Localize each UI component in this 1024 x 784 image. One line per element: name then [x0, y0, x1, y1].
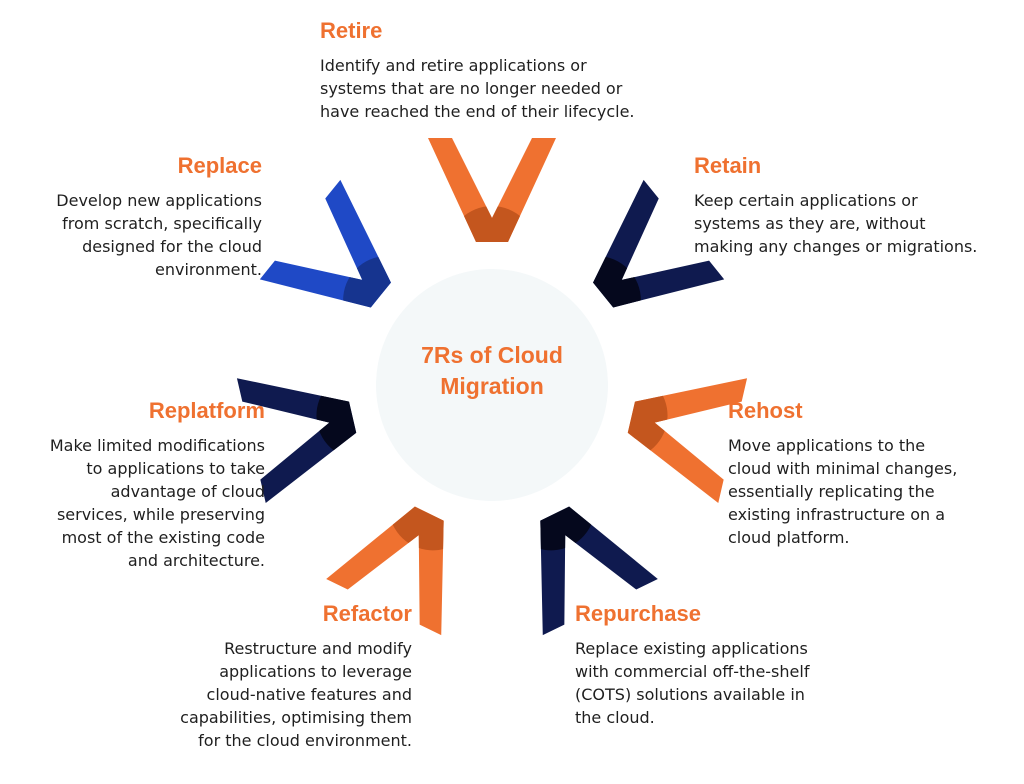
- refactor-block: Refactor Restructure and modify applicat…: [100, 601, 412, 752]
- replace-desc-line-4: environment.: [155, 260, 262, 279]
- retire-chevron-shade: [448, 206, 536, 242]
- refactor-desc-line-1: Restructure and modify: [224, 639, 412, 658]
- replace-desc-line-2: from scratch, specifically: [62, 214, 262, 233]
- replace-desc-line-3: designed for the cloud: [82, 237, 262, 256]
- retain-block: Retain Keep certain applications or syst…: [694, 153, 1019, 258]
- rehost-title: Rehost: [728, 398, 803, 423]
- retire-chevron-icon: [428, 138, 556, 242]
- retain-desc-line-2: systems as they are, without: [694, 214, 926, 233]
- retain-chevron-body: [593, 179, 725, 308]
- repurchase-desc-line-4: the cloud.: [575, 708, 655, 727]
- retire-chevron-body: [428, 138, 556, 242]
- repurchase-title: Repurchase: [575, 601, 701, 626]
- rehost-desc-line-1: Move applications to the: [728, 436, 926, 455]
- center-circle: [376, 269, 608, 501]
- retire-title: Retire: [320, 18, 383, 43]
- replace-title: Replace: [177, 153, 262, 178]
- retain-title: Retain: [694, 153, 762, 178]
- rehost-block: Rehost Move applications to the cloud wi…: [728, 398, 1018, 549]
- retire-desc-line-2: systems that are no longer needed or: [320, 79, 623, 98]
- replatform-desc-line-2: to applications to take: [86, 459, 265, 478]
- replatform-desc-line-6: and architecture.: [127, 551, 265, 570]
- replace-chevron-body: [259, 179, 391, 308]
- rehost-desc-line-3: essentially replicating the: [728, 482, 935, 501]
- retain-desc-line-1: Keep certain applications or: [694, 191, 918, 210]
- diagram-title-line1: 7Rs of Cloud: [421, 342, 563, 368]
- refactor-desc-line-4: capabilities, optimising them: [180, 708, 412, 727]
- refactor-title: Refactor: [322, 601, 412, 626]
- retire-block: Retire Identify and retire applications …: [320, 18, 700, 123]
- replace-desc-line-1: Develop new applications: [56, 191, 262, 210]
- retire-desc-line-3: have reached the end of their lifecycle.: [320, 102, 635, 121]
- repurchase-desc-line-3: (COTS) solutions available in: [575, 685, 805, 704]
- replatform-desc-line-5: most of the existing code: [61, 528, 265, 547]
- diagram-title-line2: Migration: [440, 373, 544, 399]
- repurchase-block: Repurchase Replace existing applications…: [575, 601, 875, 729]
- refactor-desc-line-3: cloud-native features and: [206, 685, 412, 704]
- retire-desc-line-1: Identify and retire applications or: [320, 56, 587, 75]
- refactor-desc-line-5: for the cloud environment.: [198, 731, 412, 750]
- rehost-desc-line-2: cloud with minimal changes,: [728, 459, 958, 478]
- replatform-block: Replatform Make limited modifications to…: [5, 398, 265, 572]
- replace-block: Replace Develop new applications from sc…: [12, 153, 262, 281]
- replatform-desc-line-3: advantage of cloud: [110, 482, 265, 501]
- retain-desc-line-3: making any changes or migrations.: [694, 237, 978, 256]
- repurchase-desc-line-2: with commercial off-the-shelf: [575, 662, 810, 681]
- replatform-desc-line-1: Make limited modifications: [49, 436, 265, 455]
- rehost-desc-line-4: existing infrastructure on a: [728, 505, 946, 524]
- replatform-desc-line-4: services, while preserving: [56, 505, 265, 524]
- refactor-desc-line-2: applications to leverage: [219, 662, 412, 681]
- replatform-title: Replatform: [148, 398, 265, 423]
- rehost-desc-line-5: cloud platform.: [728, 528, 850, 547]
- repurchase-desc-line-1: Replace existing applications: [575, 639, 808, 658]
- diagram-title: 7Rs of Cloud Migration: [400, 340, 584, 402]
